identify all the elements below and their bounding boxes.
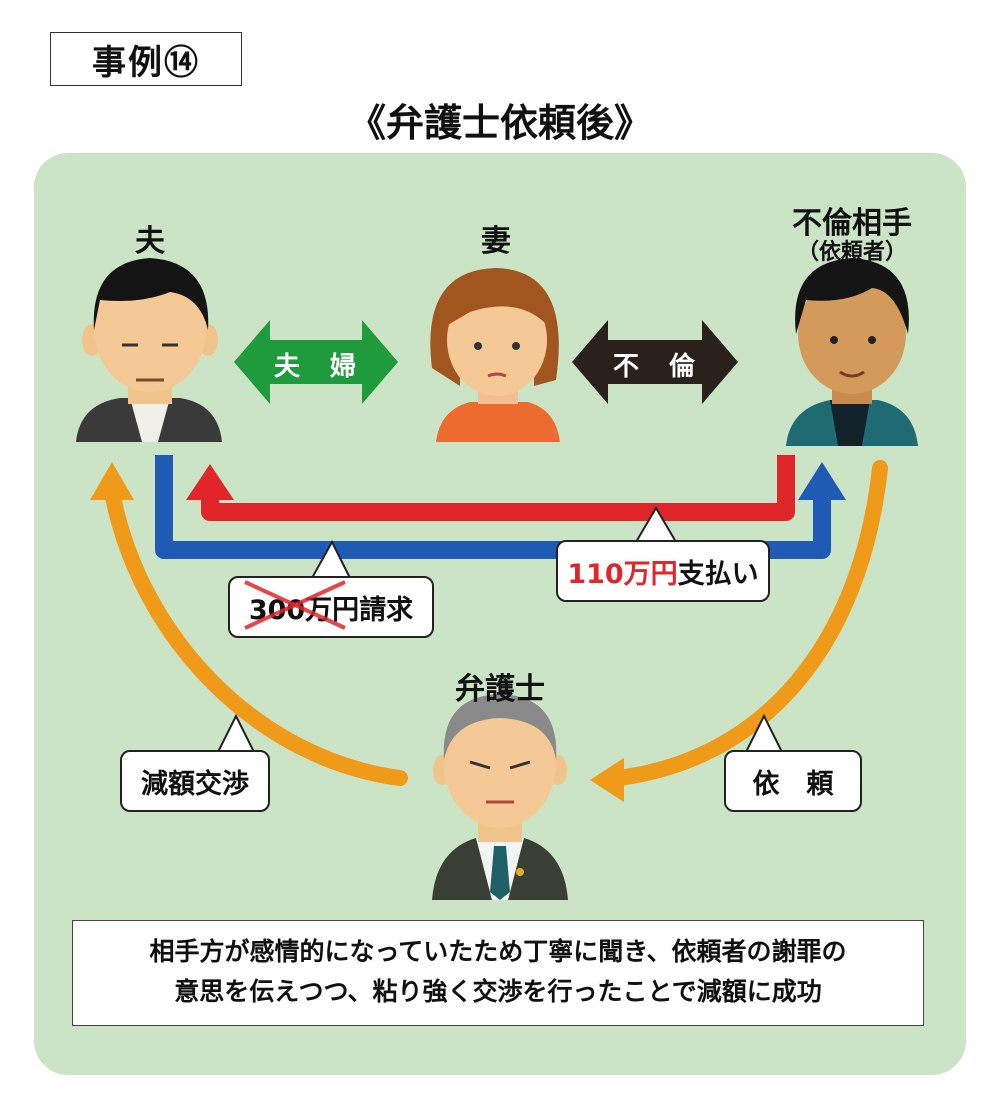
- affair-partner-figure: [786, 258, 918, 446]
- affair-partner-label: 不倫相手: [792, 206, 912, 241]
- husband-label: 夫: [135, 224, 165, 259]
- cross-out-mark: [243, 579, 346, 630]
- demand-arrow-head: [798, 462, 846, 500]
- affair-arrow: [572, 320, 738, 404]
- payment-arrow-head: [186, 464, 234, 500]
- demand-arrow: [155, 455, 831, 559]
- married-arrow: [234, 320, 398, 404]
- negotiation-arrow-head: [90, 462, 134, 500]
- demand-amount: 300万円: [243, 579, 359, 630]
- husband-figure: [76, 258, 222, 442]
- summary-line-1: 相手方が感情的になっていたため丁寧に聞き、依頼者の謝罪の: [149, 937, 847, 966]
- summary-box: 相手方が感情的になっていたため丁寧に聞き、依頼者の謝罪の 意思を伝えつつ、粘り強…: [72, 920, 924, 1026]
- summary-line-2: 意思を伝えつつ、粘り強く交渉を行ったことで減額に成功: [174, 977, 822, 1006]
- request-arrow-head: [590, 758, 624, 802]
- demand-suffix: 請求: [359, 594, 414, 626]
- payment-suffix: 支払い: [677, 558, 759, 590]
- wife-figure: [430, 268, 560, 442]
- payment-callout: 110万円 支払い: [556, 540, 770, 602]
- payment-amount: 110万円: [567, 558, 678, 590]
- request-callout: 依 頼: [724, 750, 862, 812]
- negotiation-callout: 減額交渉: [120, 750, 270, 812]
- affair-partner-sublabel: （依頼者）: [796, 240, 907, 265]
- request-arrow: [610, 460, 888, 786]
- payment-arrow: [201, 455, 795, 521]
- page-title: 《弁護士依頼後》: [347, 101, 652, 145]
- lawyer-label: 弁護士: [455, 672, 545, 707]
- married-label: 夫 婦: [273, 352, 358, 382]
- lawyer-figure: [432, 694, 568, 900]
- demand-callout: 300万円 請求: [228, 576, 434, 638]
- negotiation-arrow: [104, 484, 408, 786]
- case-label: 事例⑭: [50, 32, 242, 86]
- wife-label: 妻: [481, 224, 511, 259]
- affair-label: 不 倫: [612, 352, 697, 382]
